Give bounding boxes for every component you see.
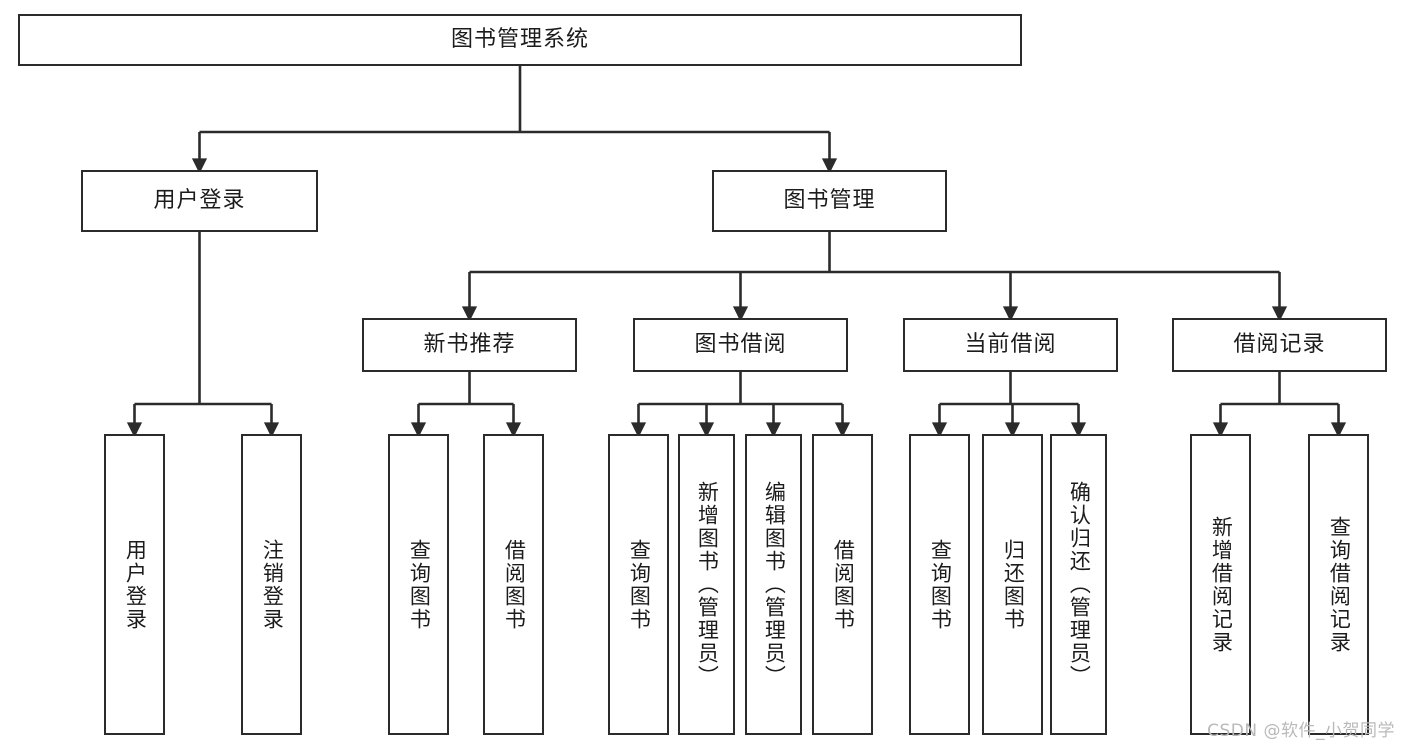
leaf-node-label: 注销登录 [260, 538, 285, 631]
leaf-node-label: 借阅图书 [831, 538, 856, 631]
leaf-node-box[interactable]: 查询借阅记录 [1308, 434, 1369, 735]
level3-node-label: 新书推荐 [423, 331, 516, 357]
leaf-node-box[interactable]: 用户登录 [104, 434, 165, 735]
level3-node-label: 当前借阅 [964, 331, 1057, 357]
leaf-node-box[interactable]: 注销登录 [241, 434, 302, 735]
leaf-node-label: 编辑图书（管理员） [762, 481, 787, 688]
leaf-node-box[interactable]: 归还图书 [982, 434, 1043, 735]
leaf-node-label: 用户登录 [123, 538, 148, 631]
leaf-node-label: 查询借阅记录 [1327, 515, 1352, 654]
level2-node-label: 用户登录 [153, 187, 246, 213]
csdn-watermark: CSDN @软件_小贺同学 [1207, 721, 1395, 741]
leaf-node-box[interactable]: 查询图书 [608, 434, 669, 735]
leaf-node-box[interactable]: 新增图书（管理员） [678, 434, 735, 735]
leaf-node-box[interactable]: 确认归还（管理员） [1050, 434, 1107, 735]
leaf-node-label: 查询图书 [928, 538, 953, 631]
leaf-node-label: 查询图书 [627, 538, 652, 631]
level3-node-box[interactable]: 图书借阅 [633, 318, 848, 372]
level3-node-box[interactable]: 新书推荐 [362, 318, 577, 372]
leaf-node-label: 归还图书 [1001, 538, 1026, 631]
root-node-box[interactable]: 图书管理系统 [18, 14, 1022, 66]
level3-node-box[interactable]: 当前借阅 [903, 318, 1118, 372]
leaf-node-label: 确认归还（管理员） [1067, 481, 1092, 688]
leaf-node-box[interactable]: 查询图书 [909, 434, 970, 735]
leaf-node-box[interactable]: 借阅图书 [812, 434, 873, 735]
level2-node-label: 图书管理 [783, 187, 876, 213]
leaf-node-label: 新增借阅记录 [1209, 515, 1234, 654]
level3-node-label: 借阅记录 [1233, 331, 1326, 357]
leaf-node-label: 查询图书 [407, 538, 432, 631]
level2-node-box[interactable]: 用户登录 [81, 170, 318, 232]
leaf-node-box[interactable]: 新增借阅记录 [1190, 434, 1251, 735]
root-node-label: 图书管理系统 [450, 26, 589, 52]
leaf-node-label: 借阅图书 [502, 538, 527, 631]
leaf-node-box[interactable]: 借阅图书 [483, 434, 544, 735]
level3-node-label: 图书借阅 [694, 331, 787, 357]
leaf-node-label: 新增图书（管理员） [695, 481, 720, 688]
level2-node-box[interactable]: 图书管理 [712, 170, 947, 232]
leaf-node-box[interactable]: 编辑图书（管理员） [745, 434, 802, 735]
level3-node-box[interactable]: 借阅记录 [1172, 318, 1387, 372]
leaf-node-box[interactable]: 查询图书 [388, 434, 449, 735]
